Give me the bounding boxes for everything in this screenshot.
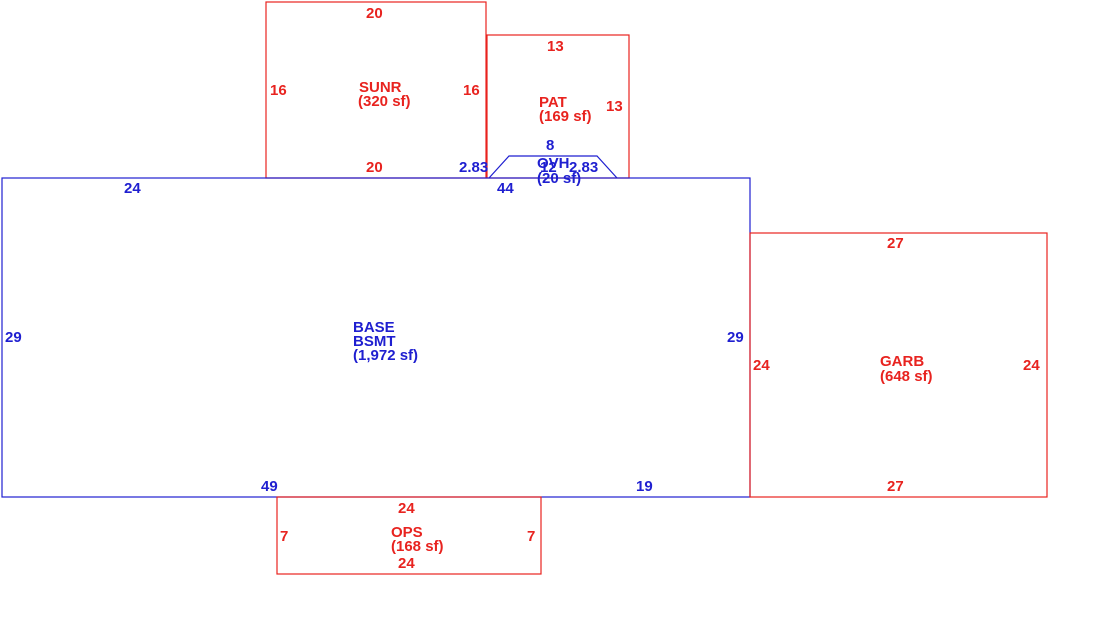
- garb-bottom-dim: 27: [887, 478, 904, 495]
- ops-name: OPS: [391, 524, 423, 541]
- garb-top-dim: 27: [887, 235, 904, 252]
- base-name: BASE: [353, 319, 395, 336]
- area-garb: 27 27 24 24 GARB (648 sf): [749, 232, 1048, 498]
- base-name-secondary: BSMT: [353, 333, 396, 350]
- ovh-name: OVH: [537, 155, 570, 172]
- sunr-name: SUNR: [359, 79, 402, 96]
- sunr-left-dim: 16: [270, 82, 287, 99]
- base-bottom-right-dim: 19: [636, 478, 653, 495]
- area-base: 24 44 29 29 49 19 BASE BSMT (1,972 sf): [1, 177, 751, 498]
- ops-left-dim: 7: [280, 528, 288, 545]
- sunr-top-dim: 20: [366, 5, 383, 22]
- ops-bottom-dim: 24: [398, 555, 415, 572]
- base-left-dim: 29: [5, 329, 22, 346]
- sunr-area: (320 sf): [358, 93, 411, 110]
- base-top-left-dim: 24: [124, 180, 141, 197]
- base-bottom-left-dim: 49: [261, 478, 278, 495]
- ops-right-dim: 7: [527, 528, 535, 545]
- ovh-outline: [488, 155, 618, 179]
- ops-outline: [276, 496, 542, 575]
- sunr-right-dim: 16: [463, 82, 480, 99]
- base-right-dim: 29: [727, 329, 744, 346]
- pat-name: PAT: [539, 94, 567, 111]
- ovh-top-dim: 8: [546, 137, 554, 154]
- garb-area: (648 sf): [880, 368, 933, 385]
- garb-right-dim: 24: [1023, 357, 1040, 374]
- area-sunr: 20 20 16 16 SUNR (320 sf): [265, 1, 487, 179]
- area-ops: 24 24 7 7 OPS (168 sf): [276, 496, 542, 575]
- garb-name: GARB: [880, 353, 924, 370]
- ops-top-dim: 24: [398, 500, 415, 517]
- ops-area: (168 sf): [391, 538, 444, 555]
- ovh-left-dim: 2.83: [459, 159, 488, 176]
- sunr-bottom-dim: 20: [366, 159, 383, 176]
- base-area: (1,972 sf): [353, 347, 418, 364]
- garb-left-dim: 24: [753, 357, 770, 374]
- ovh-right-dim: 2.83: [569, 159, 598, 176]
- garb-outline: [749, 232, 1048, 498]
- base-top-right-dim: 44: [497, 180, 514, 197]
- area-ovh: 8 2.83 12 2.83 OVH (20 sf): [459, 137, 618, 187]
- pat-top-dim: 13: [547, 38, 564, 55]
- ovh-bottom-dim: 12: [540, 159, 557, 176]
- pat-right-dim: 13: [606, 98, 623, 115]
- pat-area: (169 sf): [539, 108, 592, 125]
